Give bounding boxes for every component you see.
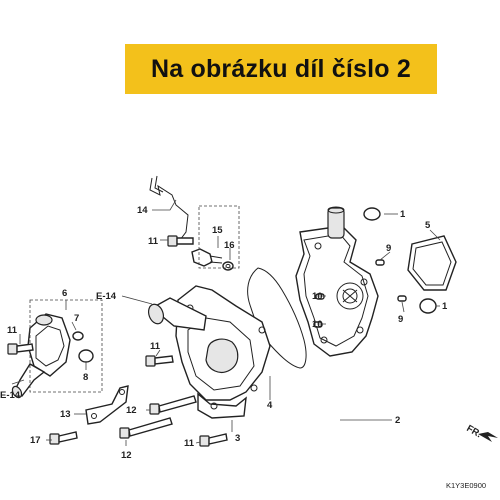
part-1-o-ring-lower bbox=[419, 298, 437, 314]
part-12-bolt-lower bbox=[119, 417, 173, 439]
callout-11b: 11 bbox=[148, 236, 159, 247]
callout-11c: 11 bbox=[150, 341, 161, 352]
callout-11d: 11 bbox=[184, 438, 195, 449]
part-3-outlet-pipe bbox=[147, 297, 207, 331]
part-6-thermostat-housing bbox=[11, 313, 71, 399]
part-11-bolt-lower bbox=[199, 433, 228, 447]
callout-10b: 10 bbox=[312, 319, 323, 330]
callout-4: 4 bbox=[267, 400, 273, 411]
callout-16: 16 bbox=[224, 240, 235, 251]
part-2-water-pump-cover bbox=[295, 206, 379, 357]
front-direction-indicator: FR. bbox=[465, 423, 498, 442]
callout-14: 14 bbox=[137, 205, 148, 216]
part-15-16-group-box bbox=[198, 205, 240, 269]
title-banner: Na obrázku díl číslo 2 bbox=[125, 44, 437, 94]
part-11-bolt-upper bbox=[167, 235, 194, 247]
fr-arrow-icon bbox=[478, 432, 498, 442]
part-15-bleed-bolt bbox=[191, 248, 223, 267]
callout-8: 8 bbox=[83, 372, 88, 383]
callout-1b: 1 bbox=[442, 301, 448, 312]
ref-e14-top: E-14 bbox=[96, 291, 117, 302]
callout-17: 17 bbox=[30, 435, 41, 446]
part-4-gasket bbox=[247, 267, 307, 369]
leader-lines bbox=[11, 199, 441, 446]
part-1-o-ring-upper bbox=[363, 207, 381, 221]
part-5-gasket bbox=[407, 235, 457, 291]
callout-2: 2 bbox=[395, 415, 400, 426]
callout-numbers: 1 1 2 3 4 5 6 7 8 9 9 10 10 11 11 11 11 … bbox=[7, 205, 448, 461]
title-text: Na obrázku díl číslo 2 bbox=[150, 54, 412, 83]
callout-10a: 10 bbox=[312, 291, 323, 302]
part-13-bracket bbox=[85, 385, 129, 425]
part-9-dowel-pins bbox=[375, 259, 407, 302]
callout-11a: 11 bbox=[7, 325, 18, 336]
reference-labels: E-14 E-14 bbox=[0, 291, 117, 401]
callout-5: 5 bbox=[425, 220, 431, 231]
callout-1a: 1 bbox=[400, 209, 406, 220]
callout-6: 6 bbox=[62, 288, 67, 299]
callout-12a: 12 bbox=[126, 405, 137, 416]
ref-e14-left: E-14 bbox=[0, 390, 21, 401]
part-8-o-ring bbox=[78, 349, 94, 363]
callout-3: 3 bbox=[235, 433, 240, 444]
callout-15: 15 bbox=[212, 225, 223, 236]
part-7-o-ring bbox=[72, 331, 84, 341]
part-11-bolt-center bbox=[145, 355, 174, 367]
part-17-bolt bbox=[49, 431, 78, 445]
callout-13: 13 bbox=[60, 409, 71, 420]
part-11-bolt-left bbox=[7, 343, 34, 355]
callout-12b: 12 bbox=[121, 450, 132, 461]
fr-label: FR. bbox=[465, 423, 484, 440]
part-16-washer bbox=[222, 261, 234, 271]
callout-7: 7 bbox=[74, 313, 79, 324]
part-12-bolt-upper bbox=[149, 395, 197, 415]
callout-9b: 9 bbox=[398, 314, 403, 325]
diagram-code: K1Y3E0900 bbox=[446, 481, 486, 490]
part-10-dowel-pins bbox=[313, 293, 325, 328]
callout-9a: 9 bbox=[386, 243, 391, 254]
